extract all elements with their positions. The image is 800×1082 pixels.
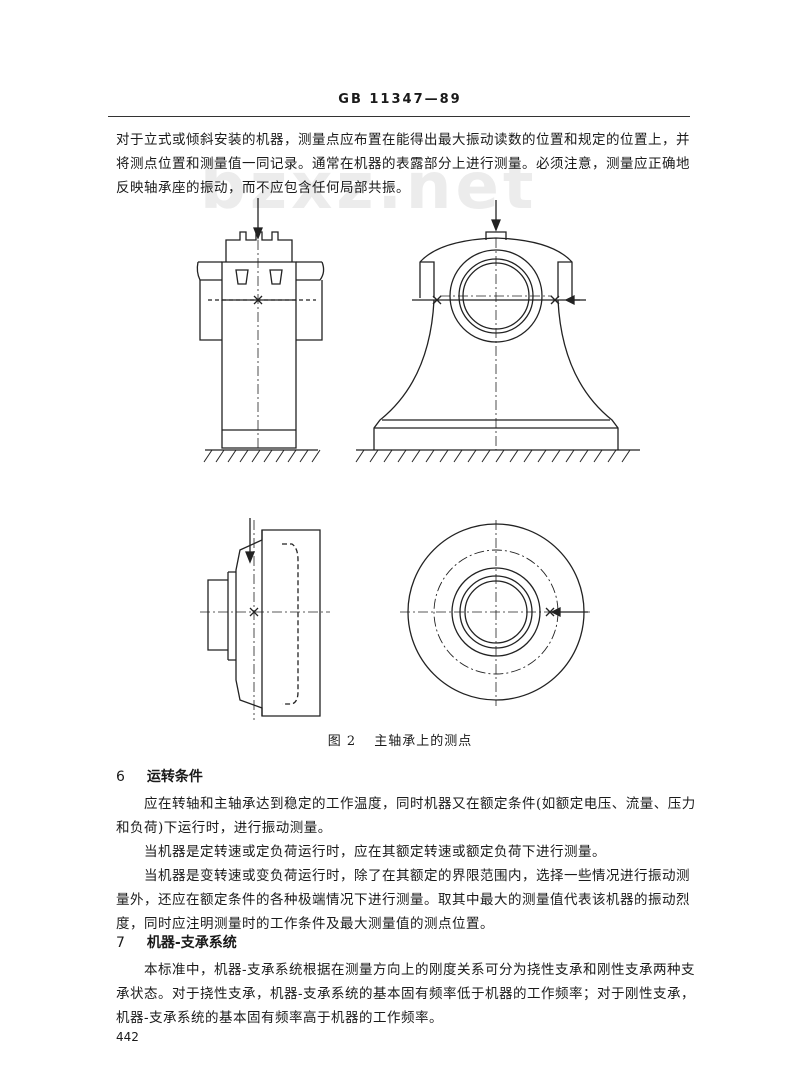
section-7-title: 机器-支承系统: [146, 935, 237, 951]
side-view-housing: [196, 198, 325, 449]
figure-2-drawings: [196, 198, 640, 720]
figure-title: 主轴承上的测点: [374, 734, 473, 749]
watermark-text: bzxz.net: [200, 150, 538, 224]
section-7-paragraph-1: 本标准中，机器-支承系统根据在测量方向上的刚度关系可分为挠性支承和刚性支承两种支…: [116, 962, 696, 1026]
section-6-title: 运转条件: [146, 769, 203, 785]
front-view-pedestal: [373, 200, 619, 450]
figure-caption: 图 2 主轴承上的测点: [0, 730, 800, 749]
front-view-flange: [400, 520, 592, 706]
intro-paragraph: 对于立式或倾斜安装的机器，测量点应布置在能得出最大振动读数的位置和规定的位置上，…: [116, 132, 690, 196]
section-6-paragraph-2: 当机器是定转速或定负荷运行时，应在其额定转速或额定负荷下进行测量。: [144, 844, 606, 860]
section-6-paragraph-3: 当机器是变转速或变负荷运行时，除了在其额定的界限范围内，选择一些情况进行振动测量…: [116, 868, 690, 932]
page-header: GB 11347—89: [338, 92, 462, 107]
side-view-flange: [200, 518, 330, 720]
page-number: 442: [116, 1030, 139, 1044]
figure-number: 图 2: [327, 734, 357, 749]
section-6-paragraph-1: 应在转轴和主轴承达到稳定的工作温度，同时机器又在额定条件(如额定电压、流量、压力…: [116, 796, 696, 836]
section-6-number: 6: [116, 769, 125, 785]
section-7-number: 7: [116, 935, 125, 951]
section-6-heading: 6 运转条件: [116, 766, 203, 786]
header-rule: [108, 116, 690, 117]
section-7-heading: 7 机器-支承系统: [116, 932, 237, 952]
